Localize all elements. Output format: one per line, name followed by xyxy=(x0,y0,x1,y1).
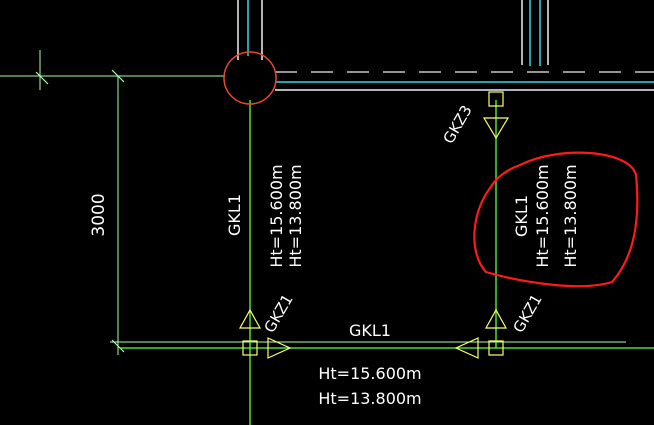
dimension-tick-icon xyxy=(35,69,125,353)
arrow-triangle-icon[interactable] xyxy=(238,117,510,359)
support-square-icon[interactable] xyxy=(242,91,504,356)
beam-ht-top-right: Ht=15.600m xyxy=(533,164,552,267)
beam-label-right: GKL1 xyxy=(512,195,531,237)
column-tag-bottom-right: GKZ1 xyxy=(510,291,546,336)
beam-lines[interactable] xyxy=(120,100,654,425)
column-tag-bottom-left: GKZ1 xyxy=(261,291,297,336)
wall-white-lines[interactable] xyxy=(237,0,654,91)
dimension-lines[interactable] xyxy=(0,50,626,355)
beam-label-left: GKL1 xyxy=(225,194,244,236)
column-circle-icon[interactable] xyxy=(223,51,277,105)
beam-ht-top-left: Ht=15.600m xyxy=(267,164,286,267)
wall-cyan-lines[interactable] xyxy=(247,0,654,83)
beam-ht-top-bottom: Ht=15.600m xyxy=(318,364,421,383)
beam-ht-bottom-left: Ht=13.800m xyxy=(286,164,305,267)
beam-label-bottom: GKL1 xyxy=(349,321,391,340)
dimension-text: 3000 xyxy=(89,193,109,236)
column-tag-top-right: GKZ3 xyxy=(440,102,476,147)
beam-ht-bottom-right: Ht=13.800m xyxy=(561,164,580,267)
beam-ht-bottom-bottom: Ht=13.800m xyxy=(318,389,421,408)
markup-cloud[interactable] xyxy=(473,151,639,288)
